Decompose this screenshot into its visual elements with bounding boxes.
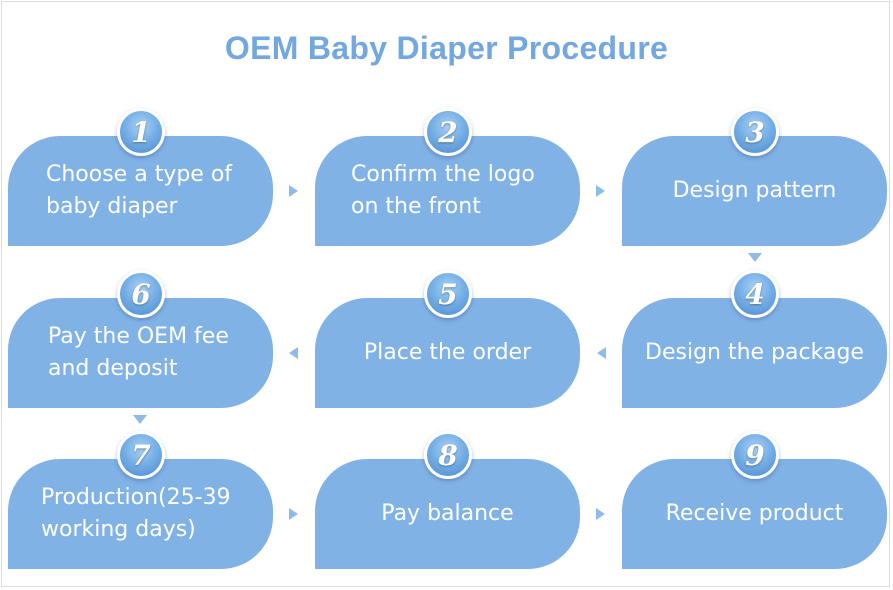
step-label-7: Production(25-39 working days) [41, 485, 231, 542]
step-label-3: Design pattern [672, 178, 837, 203]
step-card-2: Confirm the logo on the front [315, 136, 580, 246]
step-badge-1: 1 [117, 108, 165, 156]
step-badge-3: 3 [731, 108, 779, 156]
step-badge-9: 9 [731, 431, 779, 479]
step-label-4: Design the package [645, 340, 864, 365]
arrow-7-to-8 [289, 508, 298, 520]
step-label-1: Choose a type of baby diaper [46, 162, 233, 219]
arrow-2-to-3 [596, 185, 605, 197]
step-label-8: Pay balance [381, 501, 514, 526]
step-badge-7: 7 [117, 431, 165, 479]
step-badge-2: 2 [424, 108, 472, 156]
step-badge-5: 5 [424, 270, 472, 318]
arrow-6-to-7 [133, 415, 147, 424]
step-badge-4: 4 [731, 270, 779, 318]
step-label-5: Place the order [363, 340, 532, 365]
step-card-9: Receive product [622, 459, 887, 569]
step-badge-8: 8 [424, 431, 472, 479]
arrow-5-to-6 [289, 347, 298, 359]
diagram-title: OEM Baby Diaper Procedure [224, 30, 669, 66]
step-label-6: Pay the OEM fee and deposit [48, 324, 229, 381]
arrow-1-to-2 [289, 185, 298, 197]
step-label-2: Confirm the logo on the front [351, 162, 535, 219]
arrow-4-to-5 [597, 347, 606, 359]
arrow-8-to-9 [596, 508, 605, 520]
arrow-3-to-4 [748, 253, 762, 262]
step-card-6: Pay the OEM fee and deposit [8, 298, 273, 408]
step-label-9: Receive product [665, 501, 844, 526]
step-badge-6: 6 [117, 270, 165, 318]
